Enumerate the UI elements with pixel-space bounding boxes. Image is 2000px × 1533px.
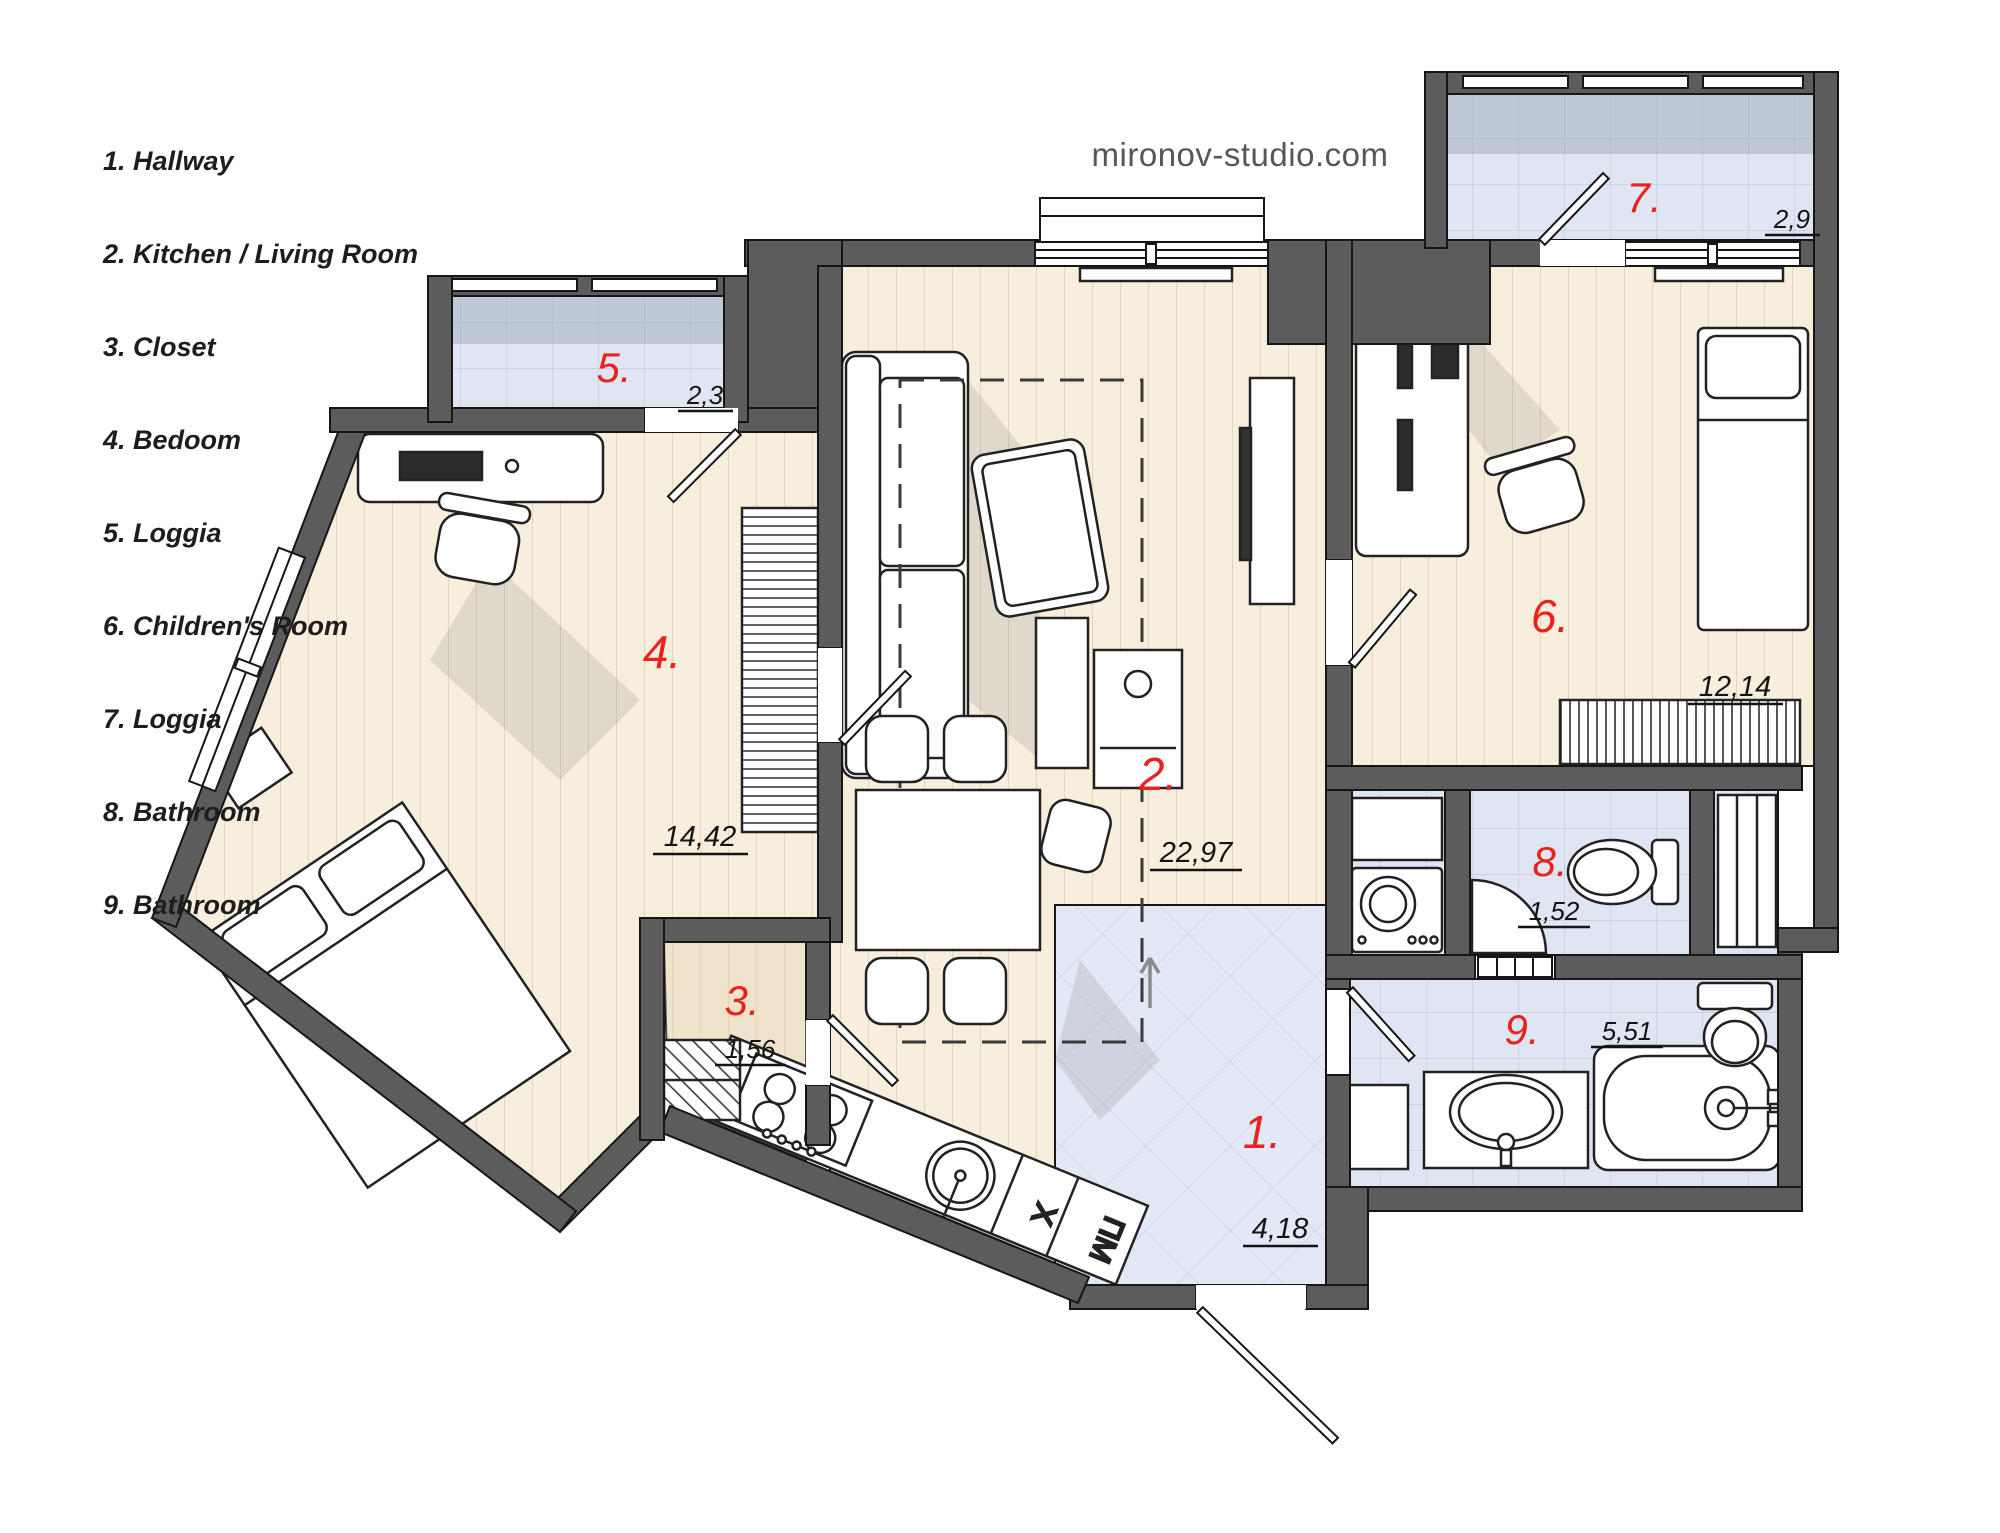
legend-item-2: 2. Kitchen / Living Room (103, 239, 419, 269)
fridge (1034, 616, 1090, 770)
legend-item-4: 4. Bedoom (103, 425, 242, 455)
room-9-label: 9. 5,51 (1504, 1006, 1663, 1053)
bath9-door-leaf (1345, 985, 1416, 1063)
loggia5-window (451, 278, 718, 292)
bathtub (1592, 1044, 1782, 1172)
toilet-9 (1696, 981, 1774, 1068)
svg-text:8.: 8. (1532, 838, 1567, 885)
svg-text:5.: 5. (596, 344, 631, 391)
children-door-gap (1326, 560, 1352, 665)
svg-text:4.: 4. (643, 626, 681, 678)
toilet-8 (1566, 838, 1680, 906)
dining-table (854, 788, 1042, 952)
entry-door-leaf (1195, 1305, 1340, 1445)
room-2-label: 2. 22,97 (1138, 748, 1242, 872)
openings (187, 75, 1804, 1445)
svg-text:2.: 2. (1138, 748, 1177, 800)
room-6-label: 6. 12,14 (1531, 590, 1783, 706)
room-1-label: 1. 4,18 (1243, 1106, 1318, 1248)
room-5-label: 5. 2,3 (596, 344, 733, 413)
living-window (1034, 197, 1269, 267)
kitchen-sink (925, 1140, 996, 1223)
svg-text:9.: 9. (1504, 1006, 1539, 1053)
svg-text:5,51: 5,51 (1602, 1016, 1653, 1046)
children-door-leaf (1347, 588, 1418, 669)
closet-door-gap (806, 1020, 830, 1085)
svg-text:4,18: 4,18 (1252, 1213, 1308, 1245)
room-7-label: 7. 2,9 (1626, 174, 1820, 237)
coffee-table (970, 438, 1110, 618)
walls (150, 71, 1839, 1310)
closet-door-leaf (825, 1013, 900, 1088)
bedroom-wardrobe (740, 506, 820, 834)
legend-item-1: 1. Hallway (103, 146, 234, 176)
room-8-label: 8. 1,52 (1518, 838, 1590, 929)
svg-text:2,3: 2,3 (686, 380, 724, 410)
room-7-shade (1447, 94, 1814, 154)
svg-text:1,52: 1,52 (1529, 896, 1580, 926)
storage-cabinet (1350, 796, 1444, 862)
corner-sink (1470, 878, 1548, 955)
vanity-sink (1422, 1070, 1590, 1170)
bedroom-door-gap (818, 648, 842, 742)
legend-item-9: 9. Bathroom (103, 890, 261, 920)
bedroom-desk (356, 432, 605, 504)
legend-item-7: 7. Loggia (103, 704, 222, 734)
room-3-label: 3. 1,56 (715, 977, 786, 1067)
bedroom-door-leaf (837, 669, 913, 747)
children-chair (1483, 435, 1585, 535)
bath8-threshold (1477, 956, 1553, 978)
svg-text:3.: 3. (724, 977, 759, 1024)
entry-door-gap (1196, 1285, 1306, 1309)
oven-column (1092, 648, 1184, 790)
watermark: mironov-studio.com (1091, 136, 1389, 173)
tv-cabinet (1238, 376, 1296, 606)
furniture: X ПМ (198, 266, 1810, 1287)
room-5-shade (452, 296, 724, 344)
washing-machine (1350, 866, 1444, 954)
legend-item-6: 6. Children's Room (103, 611, 348, 641)
hall-arrow (1139, 957, 1161, 1008)
radiator (1653, 266, 1785, 283)
niche-wardrobe (1716, 793, 1778, 949)
bedroom-window (187, 546, 307, 793)
svg-text:1,56: 1,56 (725, 1034, 776, 1064)
dining-chair (864, 714, 1112, 1026)
loggia7-door-leaf (1537, 171, 1611, 247)
svg-text:1.: 1. (1243, 1106, 1281, 1158)
bedroom-bed (198, 800, 572, 1190)
svg-text:7.: 7. (1626, 174, 1661, 221)
loggia5-door-leaf (666, 427, 743, 504)
legend-item-8: 8. Bathroom (103, 797, 261, 827)
legend-item-5: 5. Loggia (103, 518, 222, 548)
loggia7-window (1462, 75, 1804, 89)
legend: 1. Hallway 2. Kitchen / Living Room 3. C… (103, 84, 418, 952)
bedroom-chair (434, 491, 532, 586)
children-window (1624, 241, 1801, 267)
svg-text:2,9: 2,9 (1773, 204, 1810, 234)
room-labels: 1. 4,18 2. 22,97 3. 1,56 4. 14,42 5. 2,3… (596, 174, 1820, 1248)
svg-text:14,42: 14,42 (664, 821, 737, 853)
loggia7-door-gap (1540, 240, 1625, 266)
sofa (840, 350, 970, 780)
children-bed (1696, 326, 1810, 632)
children-dresser (1558, 698, 1802, 766)
svg-text:12,14: 12,14 (1699, 671, 1772, 703)
legend-item-3: 3. Closet (103, 332, 216, 362)
svg-text:22,97: 22,97 (1159, 837, 1234, 869)
radiator (1078, 266, 1234, 283)
svg-text:6.: 6. (1531, 590, 1569, 642)
room-4-label: 4. 14,42 (643, 626, 748, 856)
room-7-floor (1446, 93, 1815, 241)
